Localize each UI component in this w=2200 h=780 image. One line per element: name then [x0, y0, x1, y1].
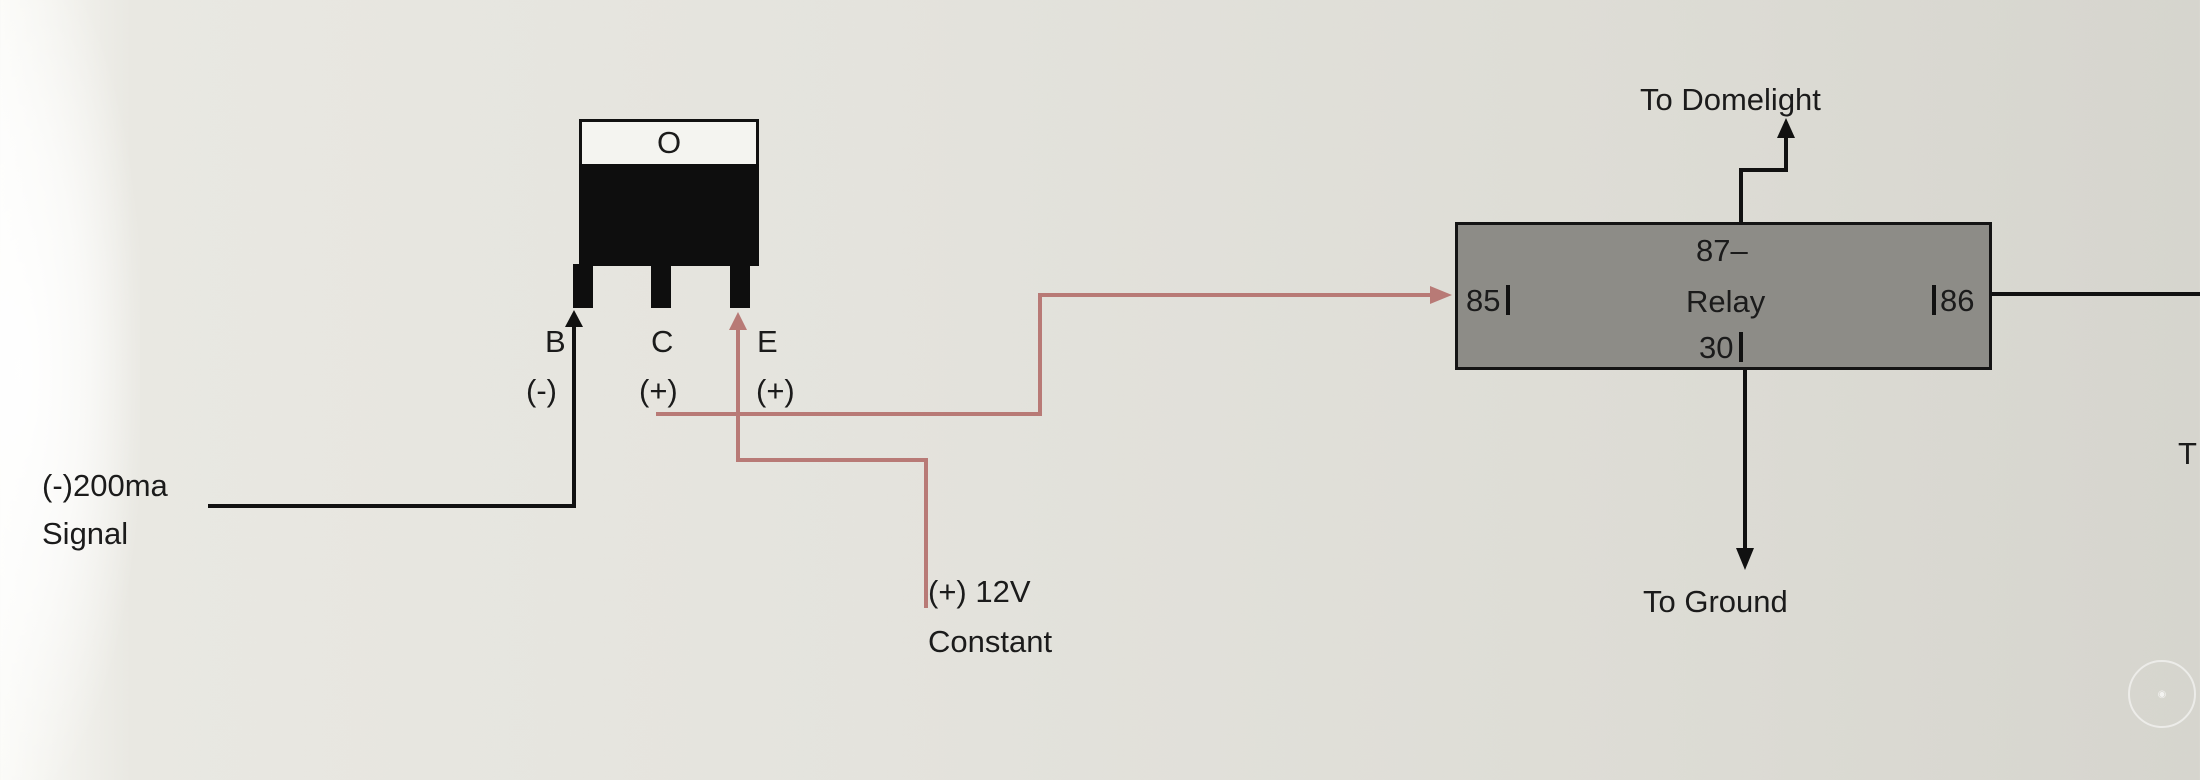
relay-pin-30-label: 30 [1699, 330, 1734, 365]
arrowhead-domelight [1777, 118, 1795, 138]
relay-pin-86: 86 [1932, 285, 1974, 316]
pin-b-label: B [545, 324, 566, 359]
relay-pin-85-label: 85 [1466, 283, 1501, 318]
relay-pin-85: 85 [1466, 283, 1511, 318]
constant-wire [736, 326, 928, 608]
pin-e-label: E [757, 324, 778, 359]
right-edge-label: T [2178, 436, 2197, 471]
transistor-cap-label: O [656, 125, 682, 160]
arrowhead-ground [1736, 548, 1754, 570]
transistor-pin-b [573, 264, 593, 308]
ground-label: To Ground [1643, 584, 1788, 619]
wiring-diagram [208, 118, 2200, 608]
relay-pin-87: 87– [1696, 233, 1748, 268]
pin-b-polarity: (-) [526, 373, 557, 408]
arrowhead-85 [1430, 286, 1452, 304]
relay-title: Relay [1686, 284, 1766, 319]
collector-wire [656, 293, 1430, 416]
pin-e-polarity: (+) [756, 373, 795, 408]
pin-c-label: C [651, 324, 674, 359]
signal-label-line2: Signal [42, 516, 129, 551]
transistor-body [579, 164, 759, 266]
relay-pin-30: 30 [1699, 330, 1744, 365]
arrowhead-b [565, 310, 583, 327]
pin-85-tick [1506, 285, 1511, 315]
power-label-line2: Constant [928, 624, 1053, 659]
watermark-seal: ◉ [2128, 660, 2196, 728]
pin-30-tick [1739, 332, 1744, 362]
transistor-cap: O [579, 119, 759, 167]
relay-box: 87– Relay 85 86 30 [1455, 222, 1992, 370]
signal-label-line1: (-)200ma [42, 468, 168, 503]
arrowhead-e [729, 312, 747, 330]
domelight-wire [1739, 138, 1788, 222]
relay-pin-86-label: 86 [1940, 283, 1975, 318]
transistor-pin-c [651, 264, 671, 308]
signal-wire [208, 322, 576, 508]
pin-c-polarity: (+) [639, 373, 678, 408]
power-label-line1: (+) 12V [928, 574, 1031, 609]
transistor-pin-e [730, 264, 750, 308]
domelight-label: To Domelight [1640, 82, 1821, 117]
pin-86-tick [1932, 285, 1936, 315]
